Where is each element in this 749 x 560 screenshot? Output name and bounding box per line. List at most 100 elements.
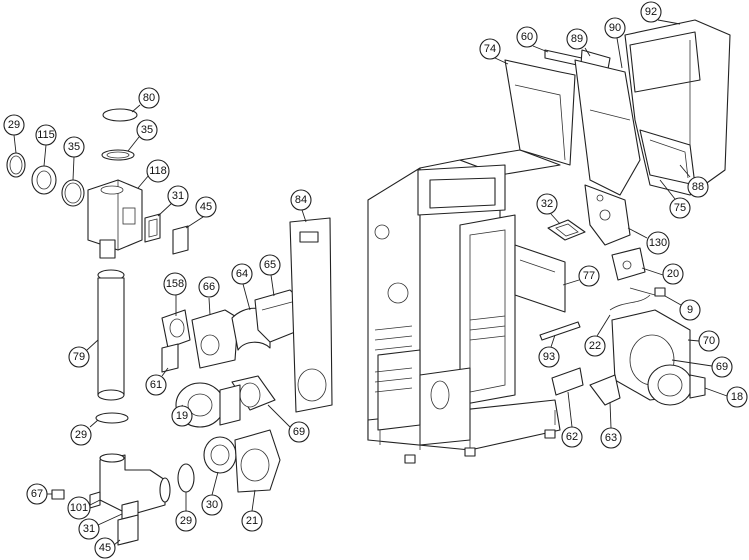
cap-gasket-80 <box>102 108 138 122</box>
gasket-ring-29-bottom <box>177 463 195 493</box>
callout-74: 74 <box>479 38 501 60</box>
convection-blower <box>647 364 706 406</box>
svg-text:35: 35 <box>68 141 80 153</box>
svg-text:9: 9 <box>687 304 693 316</box>
svg-text:29: 29 <box>8 119 20 131</box>
svg-text:84: 84 <box>295 194 307 206</box>
svg-text:118: 118 <box>149 165 167 177</box>
svg-text:20: 20 <box>667 268 679 280</box>
callout-75: 75 <box>669 197 691 219</box>
svg-text:77: 77 <box>583 270 595 282</box>
mounting-plate <box>551 367 584 396</box>
svg-text:69: 69 <box>293 426 305 438</box>
callout-29: 29 <box>175 510 197 532</box>
callout-9: 9 <box>679 299 701 321</box>
gasket-ring-29-top <box>6 152 26 178</box>
svg-text:158: 158 <box>166 278 184 290</box>
svg-text:65: 65 <box>264 259 276 271</box>
svg-text:19: 19 <box>176 410 188 422</box>
svg-text:29: 29 <box>180 515 192 527</box>
svg-text:60: 60 <box>521 31 533 43</box>
cleanout-cover-45-bottom <box>117 514 139 546</box>
callout-60: 60 <box>516 26 538 48</box>
vent-pipe <box>97 269 125 401</box>
svg-text:66: 66 <box>203 281 215 293</box>
callout-31: 31 <box>167 185 189 207</box>
callout-80: 80 <box>138 87 160 109</box>
callout-92: 92 <box>640 1 662 23</box>
svg-text:45: 45 <box>200 201 212 213</box>
callout-19: 19 <box>171 405 193 427</box>
lower-tee-101 <box>89 453 171 516</box>
svg-text:79: 79 <box>73 351 85 363</box>
callout-35: 35 <box>63 136 85 158</box>
callout-84: 84 <box>290 189 312 211</box>
callout-65: 65 <box>259 254 281 276</box>
exhaust-blower-21 <box>234 429 281 493</box>
svg-text:32: 32 <box>541 198 553 210</box>
callout-64: 64 <box>231 263 253 285</box>
callout-101: 101 <box>67 496 91 520</box>
gasket-plate-61 <box>161 343 179 373</box>
callout-69: 69 <box>711 356 733 378</box>
callout-93: 93 <box>538 346 560 368</box>
callout-30: 30 <box>201 494 223 516</box>
callout-70: 70 <box>698 330 720 352</box>
svg-text:63: 63 <box>605 432 617 444</box>
callout-35: 35 <box>136 119 158 141</box>
rod <box>539 321 581 341</box>
stove-body <box>367 149 561 464</box>
svg-text:69: 69 <box>716 361 728 373</box>
svg-text:30: 30 <box>206 499 218 511</box>
flange-158 <box>161 309 191 349</box>
svg-text:90: 90 <box>609 22 621 34</box>
bracket-63 <box>589 374 621 406</box>
callout-130: 130 <box>646 231 670 255</box>
callout-62: 62 <box>561 426 583 448</box>
svg-text:35: 35 <box>141 124 153 136</box>
svg-text:29: 29 <box>75 429 87 441</box>
callout-18: 18 <box>726 386 748 408</box>
fitting-67 <box>51 489 65 500</box>
cleanout-cover-45-top <box>172 225 189 255</box>
gasket-35-top <box>101 149 135 161</box>
svg-text:88: 88 <box>692 181 704 193</box>
gasket-35-left <box>61 179 85 207</box>
callout-158: 158 <box>163 272 187 296</box>
svg-text:22: 22 <box>589 340 601 352</box>
svg-text:80: 80 <box>143 92 155 104</box>
svg-text:21: 21 <box>246 515 258 527</box>
blower-housing-30 <box>203 436 237 474</box>
callout-20: 20 <box>662 263 684 285</box>
gasket-ring-29-mid <box>95 412 129 424</box>
callout-69: 69 <box>288 421 310 443</box>
callout-90: 90 <box>604 17 626 39</box>
svg-text:31: 31 <box>83 523 95 535</box>
callout-66: 66 <box>198 276 220 298</box>
callout-67: 67 <box>26 483 48 505</box>
svg-text:62: 62 <box>566 431 578 443</box>
hopper-divider <box>574 59 641 196</box>
callout-61: 61 <box>145 374 167 396</box>
svg-text:64: 64 <box>236 268 248 280</box>
svg-text:93: 93 <box>543 351 555 363</box>
callout-31: 31 <box>78 518 100 540</box>
callout-115: 115 <box>35 124 57 146</box>
svg-text:92: 92 <box>645 6 657 18</box>
callout-45: 45 <box>94 537 116 559</box>
callout-29: 29 <box>70 424 92 446</box>
side-shroud <box>504 59 576 166</box>
svg-text:74: 74 <box>484 43 496 55</box>
svg-text:70: 70 <box>703 335 715 347</box>
svg-text:89: 89 <box>571 33 583 45</box>
callout-45: 45 <box>195 196 217 218</box>
adapter-collar <box>31 165 57 195</box>
svg-text:75: 75 <box>674 202 686 214</box>
svg-text:45: 45 <box>99 542 111 554</box>
callout-32: 32 <box>536 193 558 215</box>
svg-text:115: 115 <box>37 129 55 141</box>
access-plate <box>547 219 586 241</box>
callout-79: 79 <box>68 346 90 368</box>
callout-77: 77 <box>578 265 600 287</box>
